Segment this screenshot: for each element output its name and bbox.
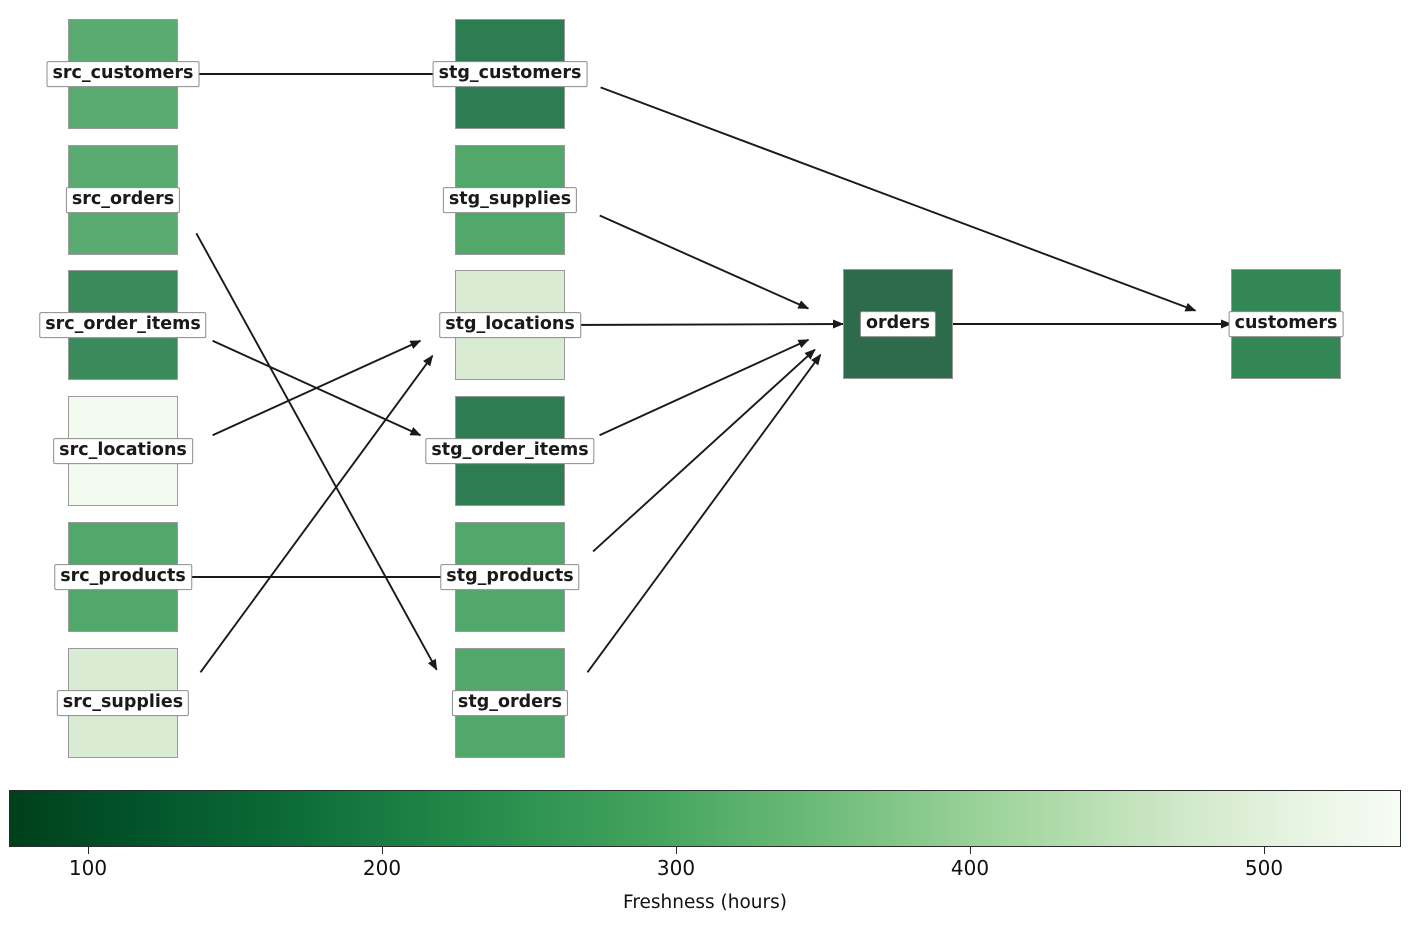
node-label-stg_locations: stg_locations [439, 312, 581, 338]
colorbar-ticklabel-400: 400 [950, 856, 990, 880]
colorbar-tick-200 [382, 847, 383, 854]
colorbar-gradient [9, 790, 1401, 847]
edge-src_orders-to-stg_orders [195, 232, 438, 671]
colorbar-tick-300 [676, 847, 677, 854]
colorbar-ticklabel-100: 100 [68, 856, 108, 880]
node-label-src_supplies: src_supplies [56, 690, 190, 716]
edge-src_supplies-to-stg_locations [199, 354, 434, 673]
node-label-stg_orders: stg_orders [451, 690, 569, 716]
node-label-stg_supplies: stg_supplies [442, 187, 578, 213]
edge-stg_supplies-to-orders [599, 214, 810, 310]
node-label-stg_order_items: stg_order_items [425, 438, 595, 464]
colorbar-tick-500 [1264, 847, 1265, 854]
colorbar-legend: 100 200 300 400 500 Freshness (hours) [0, 780, 1410, 926]
node-label-src_order_items: src_order_items [39, 312, 207, 338]
node-label-src_products: src_products [54, 564, 192, 590]
node-label-src_customers: src_customers [46, 61, 200, 87]
edges-group [178, 73, 1232, 673]
node-label-stg_products: stg_products [440, 564, 580, 590]
colorbar-ticklabel-300: 300 [656, 856, 696, 880]
colorbar-ticklabel-200: 200 [362, 856, 402, 880]
edge-src_order_items-to-stg_order_items [212, 339, 422, 437]
edge-layer [178, 73, 1232, 673]
colorbar-axis-label: Freshness (hours) [623, 892, 787, 913]
colorbar-tick-100 [88, 847, 89, 854]
node-label-src_orders: src_orders [65, 187, 181, 213]
edge-stg_order_items-to-orders [599, 338, 810, 437]
edge-src_locations-to-stg_locations [212, 339, 422, 437]
node-label-customers: customers [1228, 311, 1344, 337]
node-label-orders: orders [859, 311, 937, 337]
colorbar-ticklabel-500: 500 [1244, 856, 1284, 880]
colorbar-tick-400 [970, 847, 971, 854]
edge-stg_products-to-orders [592, 348, 816, 553]
node-label-stg_customers: stg_customers [432, 61, 588, 87]
edge-stg_locations-to-orders [564, 319, 844, 329]
node-label-src_locations: src_locations [53, 438, 193, 464]
edge-stg_orders-to-orders [586, 353, 822, 673]
